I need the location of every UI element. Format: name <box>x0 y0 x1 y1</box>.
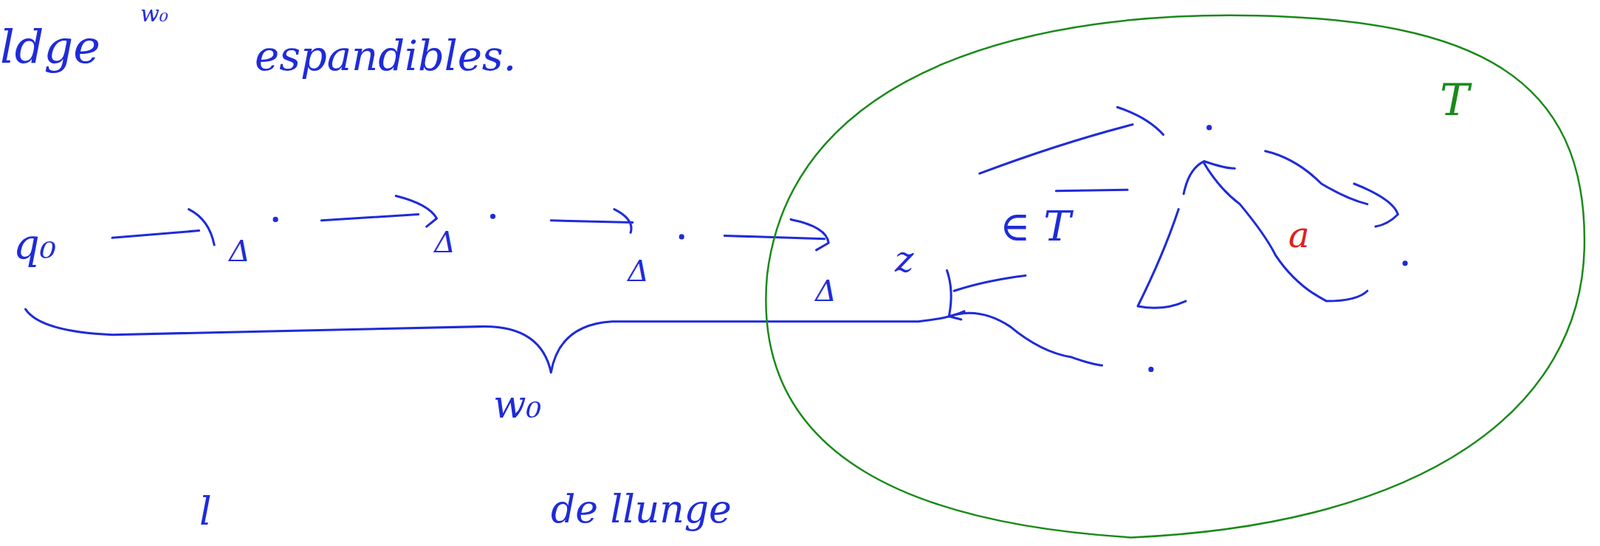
handwritten-text: w₀ <box>140 1 169 26</box>
handwritten-text: a <box>1288 215 1310 255</box>
handwritten-text: ∈ T <box>999 203 1072 250</box>
handwritten-text: Δ <box>815 274 837 308</box>
handwritten-text: w₀ <box>493 383 542 427</box>
handwritten-text: Δ <box>434 225 456 259</box>
handwritten-text: Δ <box>228 234 251 268</box>
ellipse-outline <box>750 10 1598 541</box>
handwritten-text: espandibles. <box>254 33 517 80</box>
handwritten-text: ldge <box>0 22 101 73</box>
handwritten-text: Δ <box>627 254 650 288</box>
handwritten-text: z <box>894 239 914 280</box>
region-ellipse: T <box>750 10 1598 541</box>
region-label: T <box>1439 75 1470 125</box>
handwritten-text: de llunge <box>550 488 732 531</box>
handwritten-text: q₀ <box>13 221 57 268</box>
handwritten-text: l <box>199 491 212 534</box>
